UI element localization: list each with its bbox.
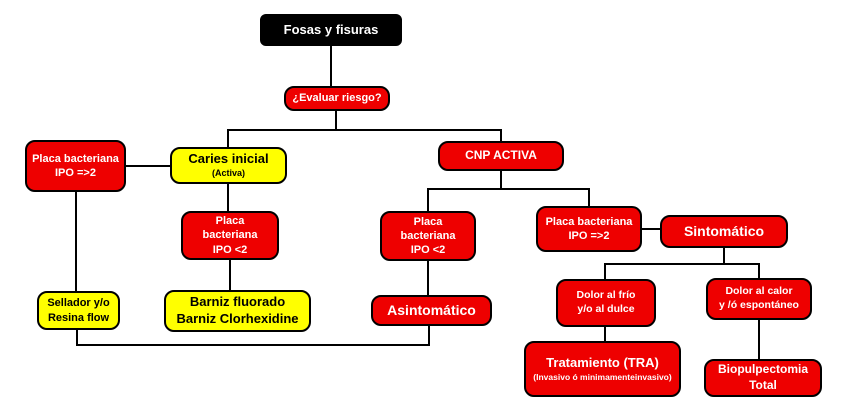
node-label-line1: Sellador y/o — [47, 297, 110, 310]
node-biopulpectomia: Biopulpectomia Total — [704, 359, 822, 397]
connector-line — [758, 320, 760, 359]
node-dolor-calor-espontaneo: Dolor al calor y /ó espontáneo — [706, 278, 812, 320]
node-sellador-resina: Sellador y/o Resina flow — [37, 291, 120, 330]
node-label-line1: Dolor al calor — [725, 285, 793, 298]
connector-line — [642, 228, 660, 230]
node-label-line2: (Activa) — [211, 168, 245, 179]
node-evaluar-riesgo: ¿Evaluar riesgo? — [284, 86, 390, 111]
node-dolor-frio-dulce: Dolor al frío y/o al dulce — [556, 279, 656, 327]
node-label-line1: Placa bacteriana — [545, 215, 633, 228]
node-label-line2: IPO <2 — [410, 244, 446, 257]
connector-line — [227, 129, 502, 131]
node-sintomatico: Sintomático — [660, 215, 788, 248]
connector-line — [75, 192, 77, 291]
connector-line — [500, 129, 502, 141]
connector-line — [126, 165, 170, 167]
connector-line — [427, 188, 429, 211]
connector-line — [330, 46, 332, 86]
connector-line — [758, 263, 760, 278]
node-label-line2: IPO =>2 — [568, 230, 610, 242]
node-label-line2: Resina flow — [47, 311, 110, 324]
node-label-line1: Placa bacteriana — [32, 152, 119, 165]
node-label-line1: Placa bacteriana — [400, 215, 456, 242]
node-label: CNP ACTIVA — [465, 148, 537, 163]
node-barniz: Barniz fluorado Barniz Clorhexidine — [164, 290, 311, 332]
node-label-line2: Total — [749, 378, 777, 392]
node-label: ¿Evaluar riesgo? — [292, 92, 382, 105]
node-label-line2: (Invasivo ó minimamenteinvasivo) — [533, 371, 672, 382]
node-label-line2: Barniz Clorhexidine — [176, 311, 299, 326]
node-label-line2: y /ó espontáneo — [719, 299, 799, 311]
node-label-line2: IPO =>2 — [55, 167, 96, 179]
connector-line — [76, 330, 78, 346]
node-caries-inicial: Caries inicial (Activa) — [170, 147, 287, 184]
node-label: Sintomático — [683, 223, 765, 240]
connector-line — [588, 188, 590, 206]
node-label-line2: y/o al dulce — [577, 303, 635, 315]
connector-line — [723, 248, 725, 265]
node-placa-bacteriana-ipo-menor2-cnp: Placa bacteriana IPO <2 — [380, 211, 476, 261]
connector-line — [604, 263, 760, 265]
node-label-line1: Barniz fluorado — [189, 294, 286, 310]
connector-line — [427, 188, 590, 190]
node-label: Fosas y fisuras — [283, 21, 379, 37]
node-label-line1: Caries inicial — [188, 151, 269, 167]
connector-line — [604, 263, 606, 279]
node-label-line1: Biopulpectomia — [717, 362, 808, 377]
node-tratamiento-tra: Tratamiento (TRA) (Invasivo ó minimament… — [524, 341, 681, 397]
node-label-line2: IPO <2 — [212, 243, 248, 256]
connector-line — [428, 326, 430, 346]
connector-line — [227, 129, 229, 147]
connector-line — [227, 184, 229, 211]
node-label-line1: Tratamiento (TRA) — [546, 355, 659, 371]
connector-line — [76, 344, 430, 346]
node-asintomatico: Asintomático — [371, 295, 492, 326]
node-placa-bacteriana-ipo-mayor2-izq: Placa bacteriana IPO =>2 — [25, 140, 126, 192]
node-fosas-y-fisuras: Fosas y fisuras — [260, 14, 402, 46]
connector-line — [335, 111, 337, 131]
node-placa-bacteriana-ipo-mayor2-cnp: Placa bacteriana IPO =>2 — [536, 206, 642, 252]
connector-line — [500, 171, 502, 190]
connector-line — [604, 327, 606, 341]
node-label-line1: Placa bacteriana — [202, 215, 258, 242]
node-label-line1: Dolor al frío — [576, 289, 636, 302]
node-placa-bacteriana-ipo-menor2-caries: Placa bacteriana IPO <2 — [181, 211, 279, 260]
connector-line — [427, 261, 429, 295]
node-label: Asintomático — [387, 302, 476, 319]
connector-line — [229, 260, 231, 290]
node-cnp-activa: CNP ACTIVA — [438, 141, 564, 171]
